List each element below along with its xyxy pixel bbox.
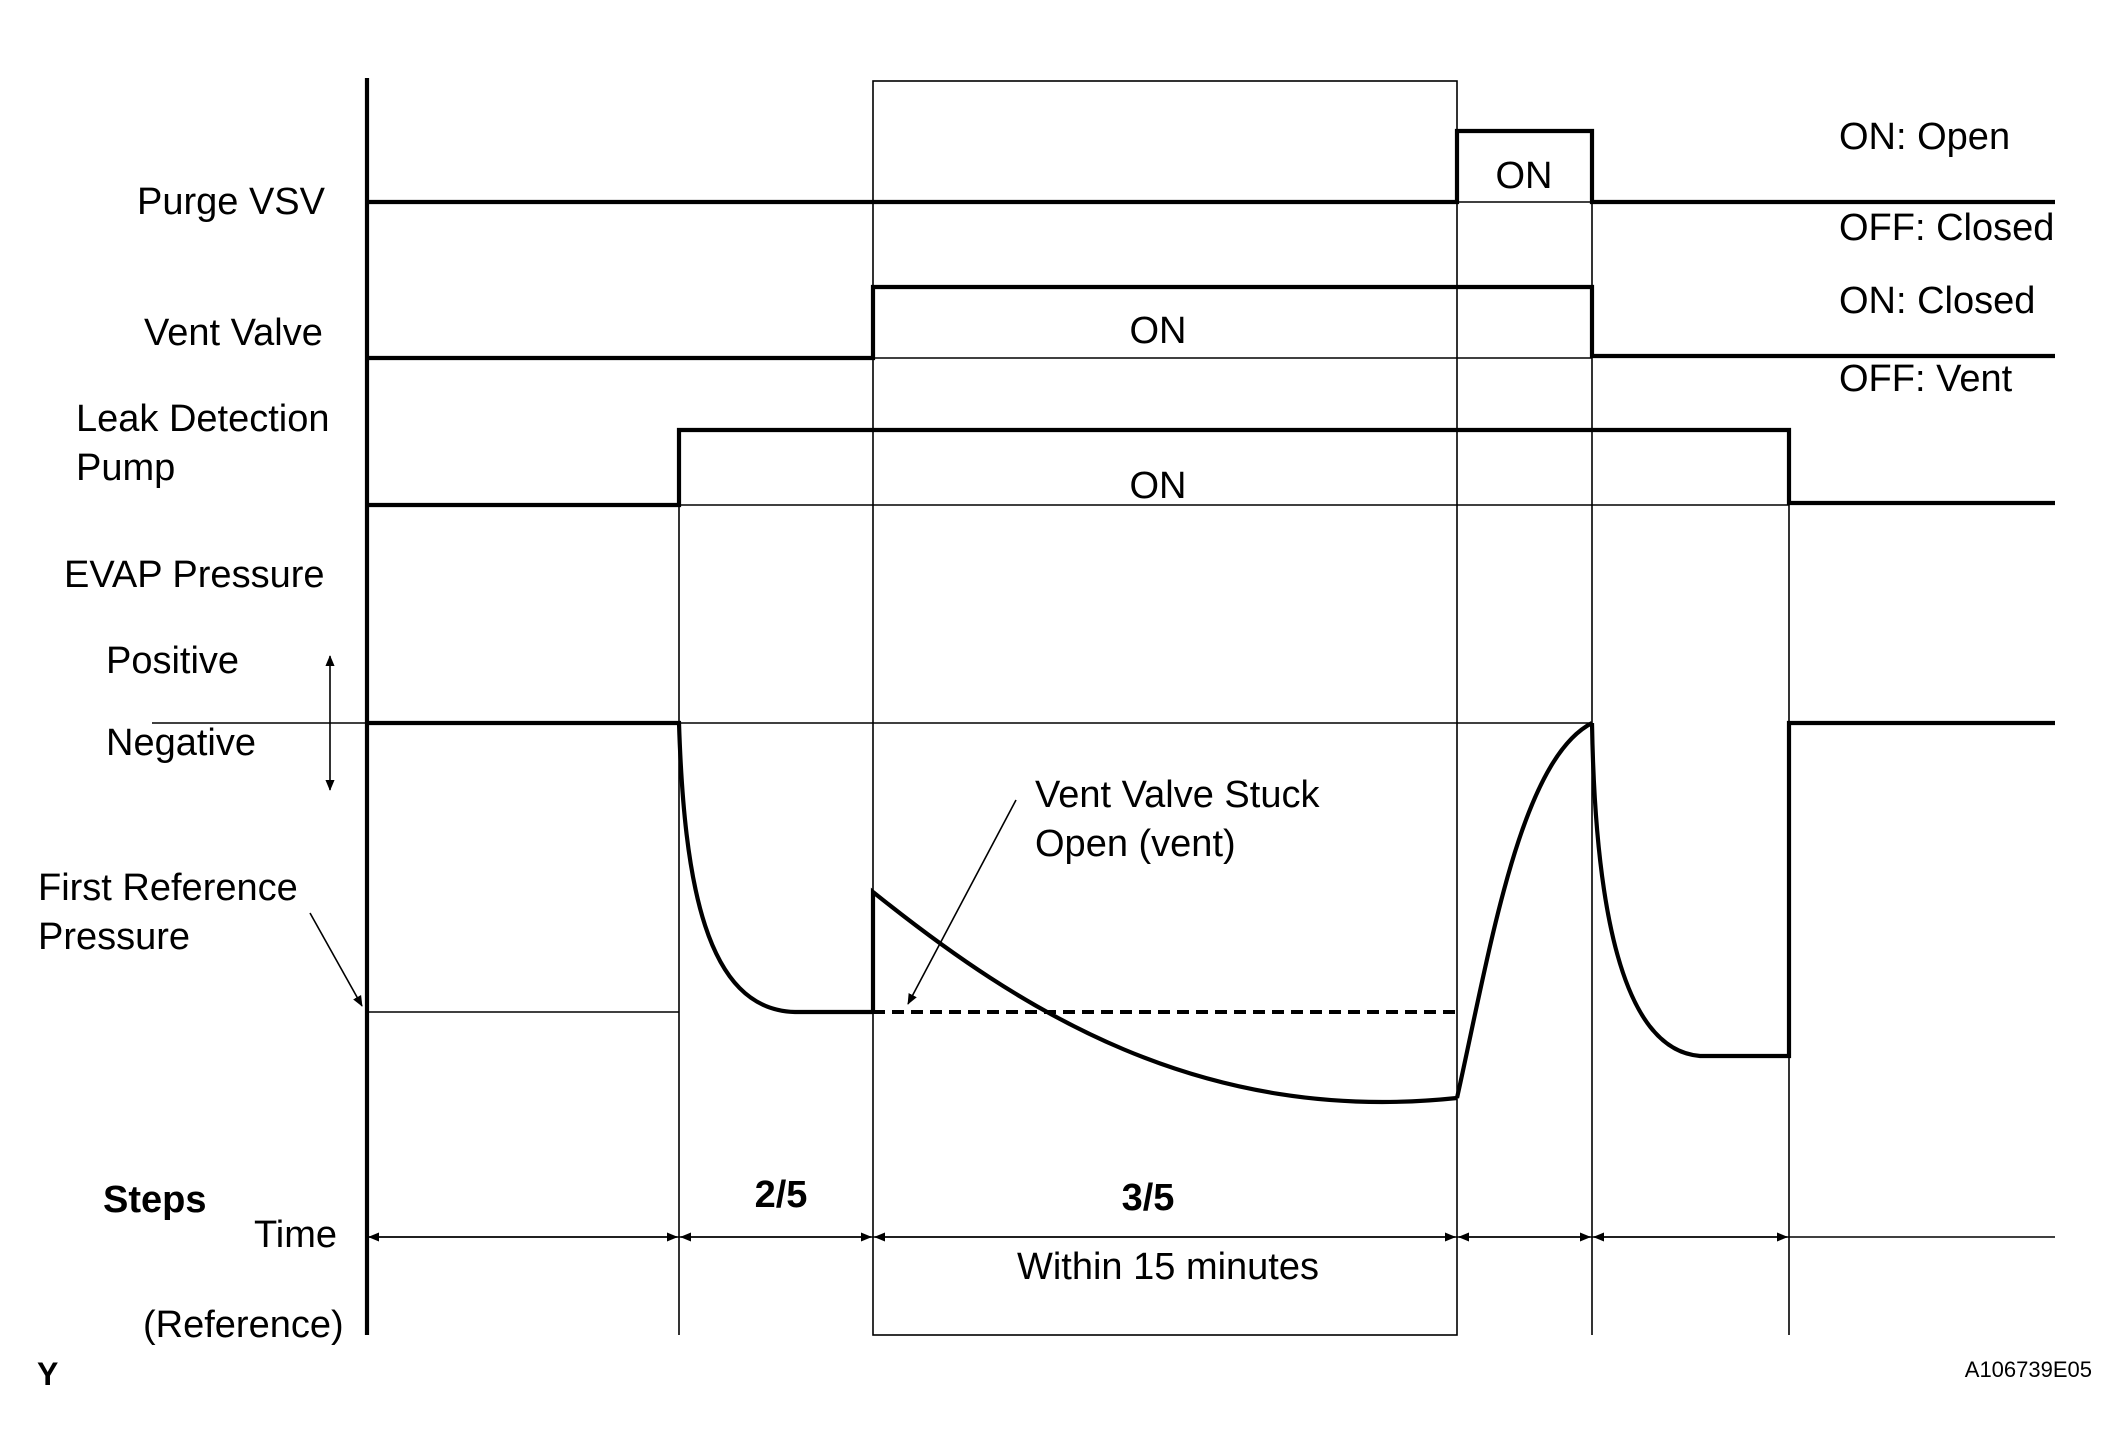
leak-pump-label-line2: Pump — [76, 447, 175, 489]
first-reference-label-line1: First Reference — [38, 867, 298, 909]
purge-off-legend: OFF: Closed — [1839, 207, 2054, 249]
evap-pressure-trace-step3 — [870, 887, 1458, 1104]
duration-label: Within 15 minutes — [1017, 1246, 1319, 1288]
positive-label: Positive — [106, 640, 239, 682]
vent-valve-label: Vent Valve — [144, 312, 323, 354]
figure-code: A106739E05 — [1965, 1357, 2092, 1382]
negative-label: Negative — [106, 722, 256, 764]
purge-on-legend: ON: Open — [1839, 116, 2010, 158]
vent-off-legend: OFF: Vent — [1839, 358, 2013, 400]
vent-on-label: ON — [1130, 310, 1187, 352]
purge-vsv-label: Purge VSV — [137, 181, 326, 223]
step-3-frame — [872, 80, 1458, 1336]
evap-pressure-trace-step5 — [1589, 720, 2055, 1059]
purge-vsv-waveform — [367, 128, 2055, 205]
leak-pump-waveform — [367, 427, 2055, 508]
evap-pressure-trace-step1-2 — [367, 720, 873, 1015]
step-3-label: 3/5 — [1122, 1177, 1175, 1219]
time-label: Time — [254, 1214, 337, 1256]
stuck-open-annotation-line2: Open (vent) — [1035, 823, 1236, 865]
purge-on-label: ON — [1496, 155, 1553, 197]
reference-label: (Reference) — [143, 1304, 344, 1346]
vent-on-legend: ON: Closed — [1839, 280, 2035, 322]
evap-pressure-trace-step4 — [1454, 721, 1593, 1099]
leak-pump-label-line1: Leak Detection — [76, 398, 330, 440]
first-reference-pointer — [309, 912, 363, 1007]
step-2-label: 2/5 — [755, 1174, 808, 1216]
steps-label: Steps — [103, 1179, 206, 1221]
evap-pressure-label: EVAP Pressure — [64, 554, 325, 596]
vent-valve-waveform — [367, 284, 2055, 361]
corner-mark: Y — [37, 1356, 58, 1392]
first-reference-label-line2: Pressure — [38, 916, 190, 958]
stuck-open-pointer — [907, 799, 1017, 1005]
stuck-open-annotation-line1: Vent Valve Stuck — [1035, 774, 1320, 816]
pump-on-label: ON — [1130, 465, 1187, 507]
